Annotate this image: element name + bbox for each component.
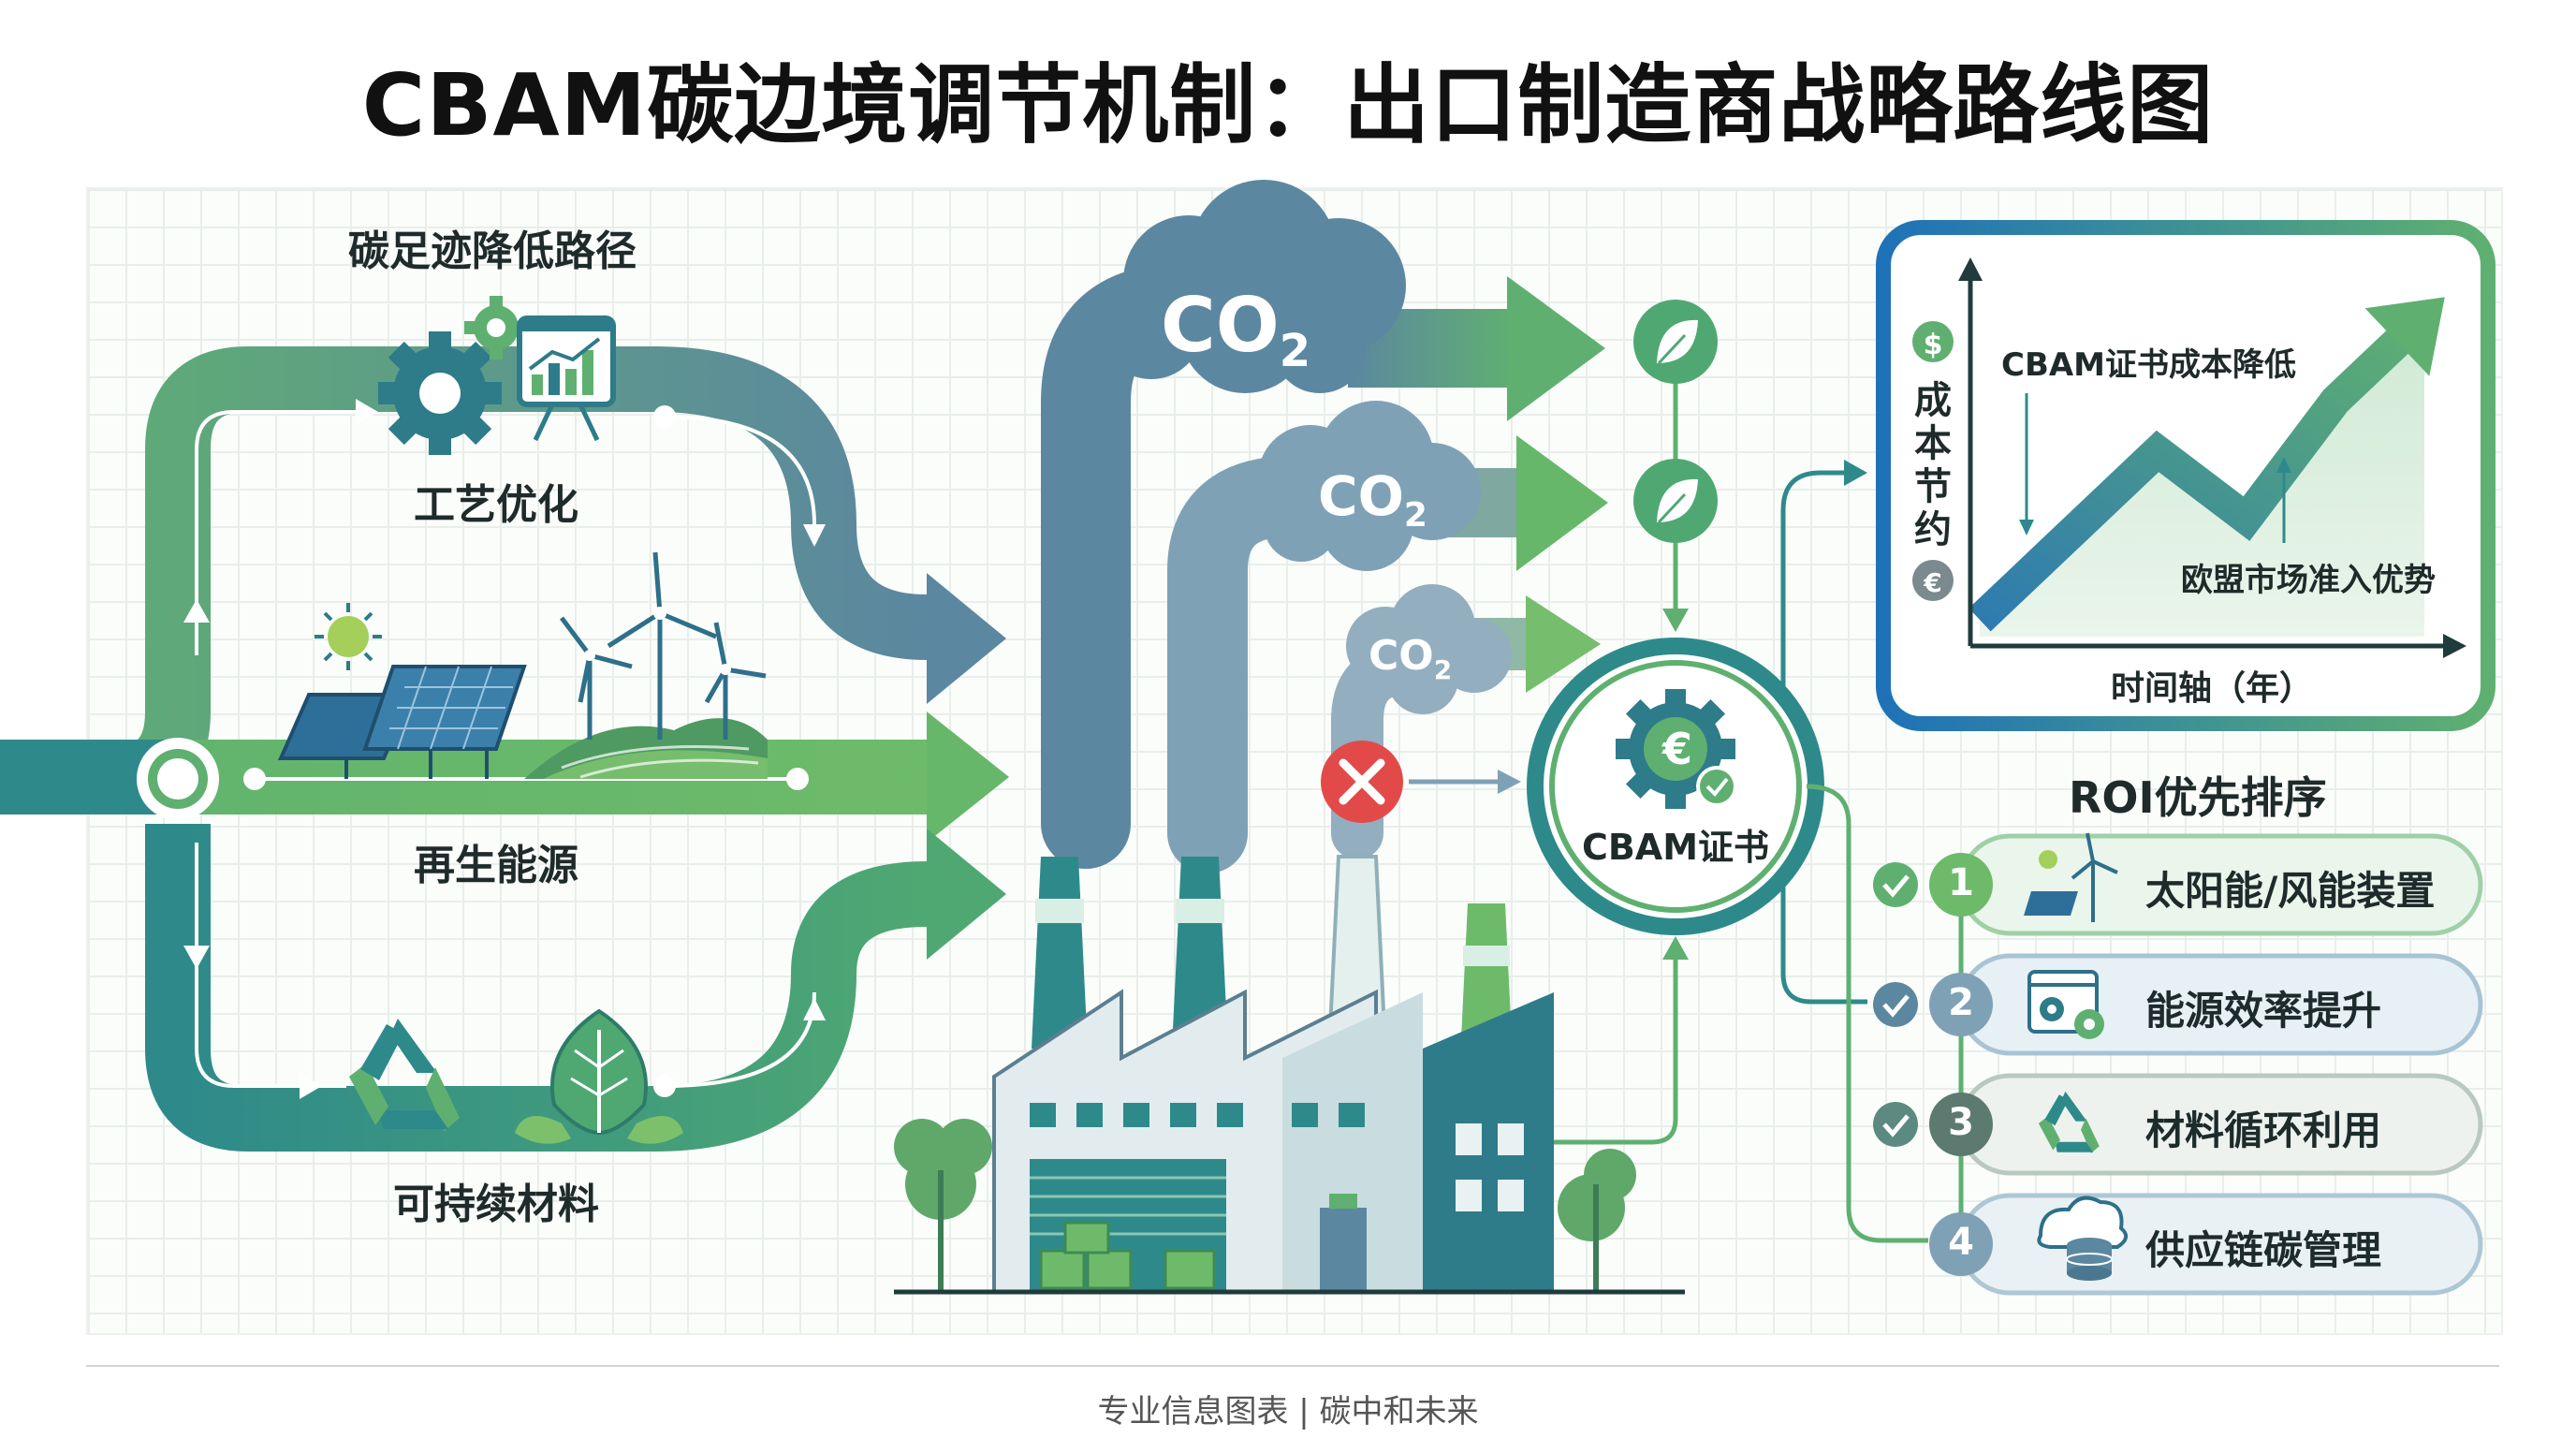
blocked-emission-icon (1321, 741, 1521, 823)
svg-text:CO2: CO2 (1161, 282, 1310, 377)
rank-badge (1929, 1093, 1993, 1156)
roi-item-3 (1873, 1073, 2483, 1176)
chart-ylabel: 成本节约 (1914, 379, 1952, 551)
rank-badge (1929, 1212, 1993, 1276)
chart-annotation-top: CBAM证书成本降低 (2001, 346, 2297, 384)
check-icon (1873, 1102, 1918, 1147)
roi-item-4 (1929, 1193, 2483, 1296)
path-label-renewable: 再生能源 (414, 842, 578, 889)
svg-text:€: € (1923, 567, 1941, 598)
svg-text:$: $ (1924, 329, 1943, 361)
savings-arrowhead (2364, 297, 2445, 376)
roi-label-4: 供应链碳管理 (2145, 1227, 2382, 1273)
roi-rank-2: 2 (1948, 981, 1974, 1024)
recycle-icon (2038, 1091, 2100, 1153)
leaf-badge-middle (1633, 459, 1718, 632)
roi-item-1 (1873, 832, 2483, 936)
chart-annotation-bottom: 欧盟市场准入优势 (2181, 562, 2436, 599)
roi-heading: ROI优先排序 (2069, 772, 2327, 823)
cloud-database-icon (2037, 1196, 2129, 1281)
chart-plot-area (1969, 297, 2445, 637)
gears-window-icon (2027, 970, 2104, 1039)
chart-xlabel: 时间轴（年） (2111, 669, 2314, 708)
euro-icon: € (1661, 724, 1692, 774)
svg-text:CBAM证书: CBAM证书 (1582, 827, 1769, 868)
check-icon (1873, 862, 1918, 907)
savings-trend-line (1969, 304, 2436, 632)
roi-label-3: 材料循环利用 (2145, 1108, 2382, 1153)
footer-divider (86, 1365, 2499, 1367)
svg-text:CO2: CO2 (1368, 632, 1452, 685)
roi-priority-list (1873, 832, 2483, 1296)
left-heading: 碳足迹降低路径 (348, 227, 637, 275)
roi-rank-4: 4 (1948, 1221, 1974, 1264)
co2-cloud-large: CO2 (1100, 180, 1406, 393)
cost-savings-chart: $ € (1876, 220, 2496, 731)
roi-label-2: 能源效率提升 (2145, 988, 2382, 1034)
rank-badge (1929, 973, 1993, 1036)
roi-item-2 (1873, 953, 2483, 1056)
co2-cloud-small: CO2 (1346, 584, 1512, 714)
sustainable-materials-icon (349, 1008, 683, 1144)
savings-area (1980, 316, 2424, 637)
co2-cloud-medium: CO2 (1258, 401, 1481, 571)
renewable-energy-icon (277, 551, 768, 779)
solar-wind-icon (2024, 832, 2118, 922)
hub-to-right-connectors (1780, 460, 1928, 1243)
path-label-materials: 可持续材料 (393, 1181, 599, 1228)
roi-rank-1: 1 (1948, 861, 1974, 904)
svg-text:CO2: CO2 (1318, 464, 1427, 535)
factory-to-hub-connector (1554, 936, 1689, 1145)
factory-illustration (894, 855, 1685, 1295)
process-optimization-icon (378, 296, 616, 455)
roi-rank-3: 3 (1948, 1101, 1974, 1144)
path-label-process: 工艺优化 (414, 481, 578, 529)
footer-caption: 专业信息图表 | 碳中和未来 (1097, 1393, 1479, 1431)
dollar-icon (1912, 321, 1954, 362)
check-icon (1873, 982, 1918, 1027)
euro-coin-icon (1912, 560, 1954, 601)
pathway-sustainable-materials (145, 824, 1006, 1152)
rank-badge (1929, 853, 1993, 917)
leaf-badge-top (1633, 300, 1718, 468)
page-title: CBAM碳边境调节机制：出口制造商战略路线图 (361, 55, 2215, 155)
cbam-certificate-hub: € CBAM证书 (1527, 638, 1824, 935)
roi-label-1: 太阳能/风能装置 (2145, 868, 2436, 914)
